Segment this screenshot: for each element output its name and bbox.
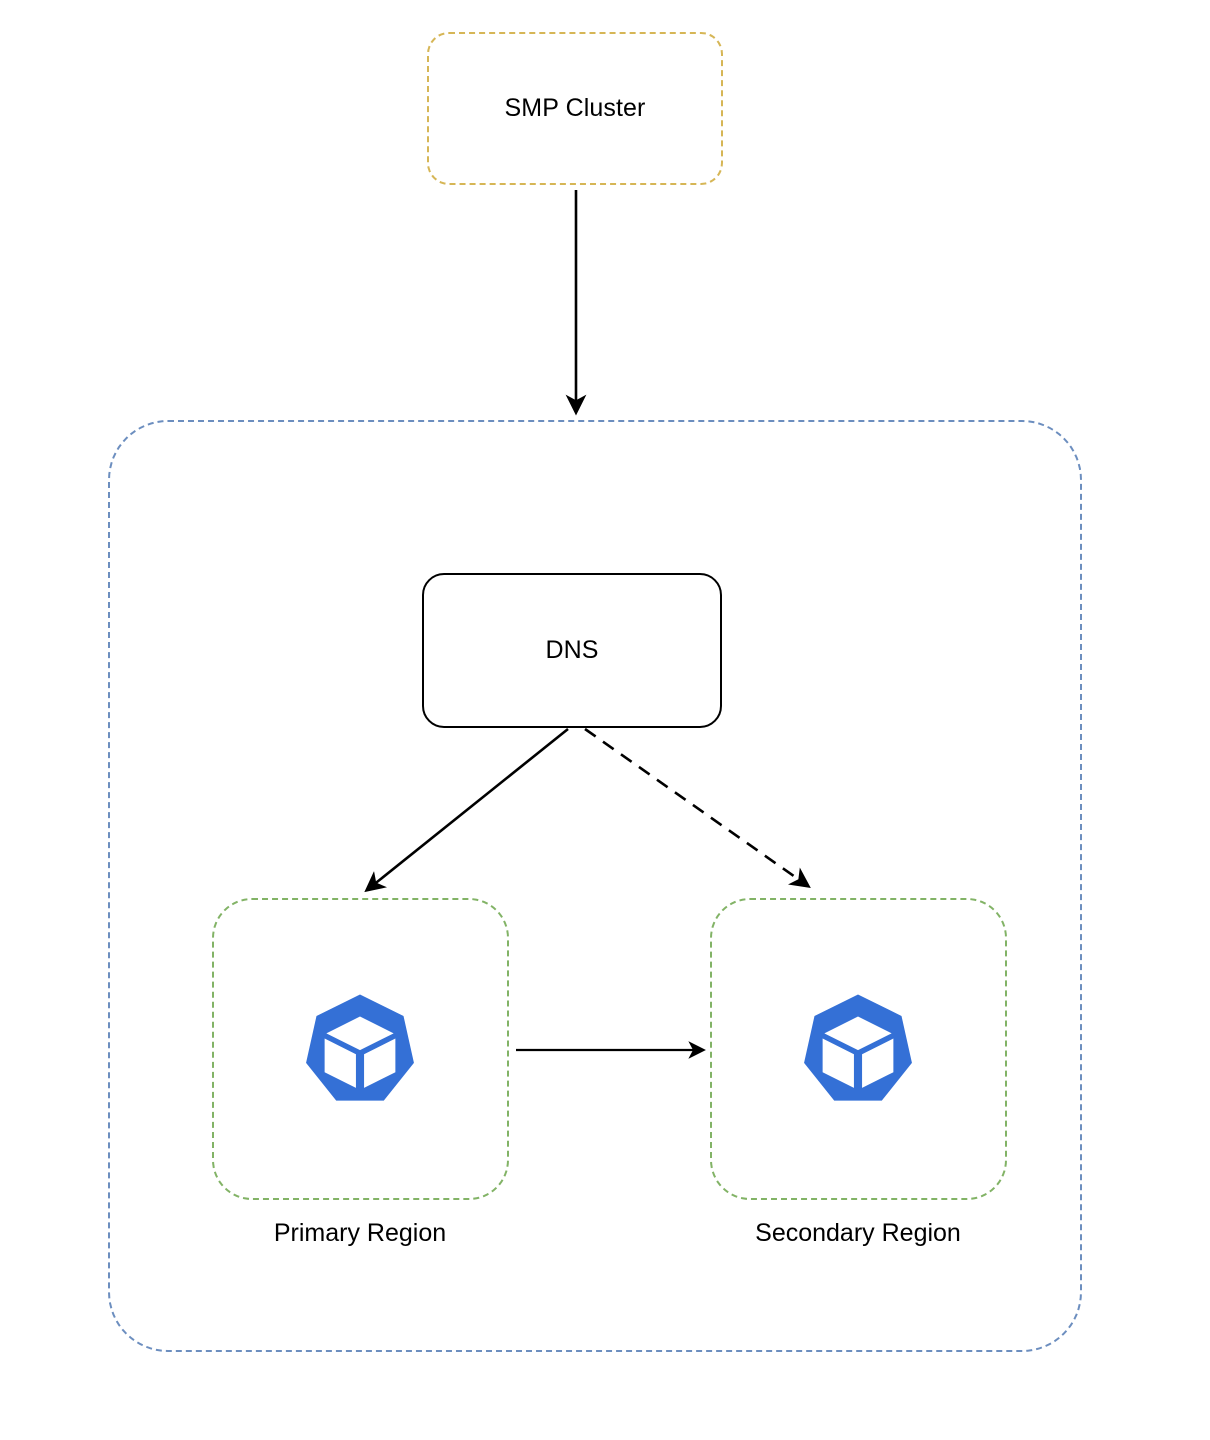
node-dns-label: DNS bbox=[545, 636, 599, 664]
node-smp-cluster[interactable]: SMP Cluster bbox=[427, 32, 723, 185]
node-dns[interactable]: DNS bbox=[422, 573, 722, 728]
kubernetes-icon bbox=[804, 994, 912, 1101]
node-primary-region[interactable] bbox=[212, 898, 509, 1200]
kubernetes-icon bbox=[306, 994, 414, 1101]
node-secondary-region-label: Secondary Region bbox=[755, 1219, 961, 1247]
node-primary-region-label: Primary Region bbox=[273, 1219, 447, 1247]
node-secondary-region[interactable] bbox=[710, 898, 1007, 1200]
node-outer-boundary[interactable] bbox=[108, 420, 1082, 1352]
node-smp-cluster-label: SMP Cluster bbox=[504, 94, 646, 122]
